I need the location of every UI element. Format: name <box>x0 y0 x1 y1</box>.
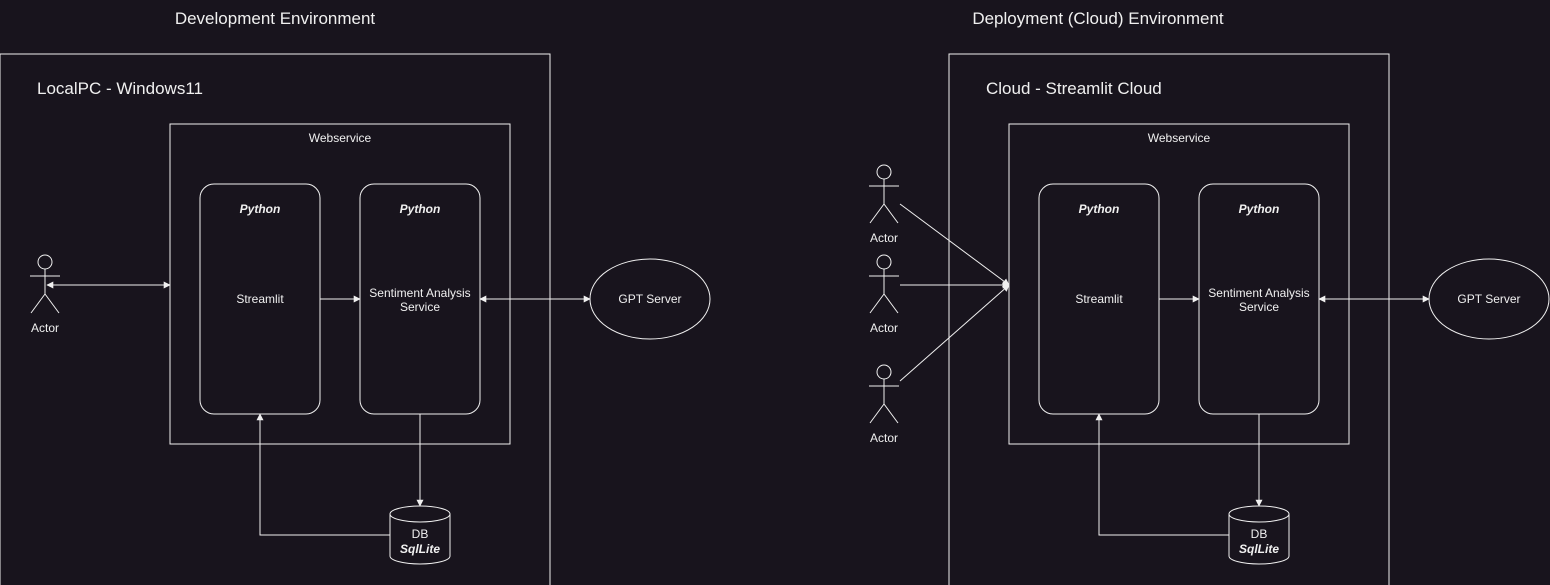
cloud-actor-1-label: Actor <box>870 231 898 245</box>
cloud-db-to-streamlit-edge <box>1095 413 1229 536</box>
cloud-env-title: Deployment (Cloud) Environment <box>972 9 1224 28</box>
cloud-actor-1-head <box>876 164 892 180</box>
cloud-actor-3-head <box>876 364 892 380</box>
cloud-gpt-label: GPT Server <box>1457 292 1520 306</box>
dev-db-name: DB <box>412 527 429 541</box>
cloud-db-body <box>1228 514 1290 565</box>
dev-environment: Development Environment LocalPC - Window… <box>0 9 711 585</box>
cloud-db[interactable]: DB SqlLite <box>1228 505 1290 565</box>
cloud-actor-1-to-webservice-edge <box>899 203 1010 286</box>
cloud-sentiment-name-line1: Sentiment Analysis <box>1208 286 1309 300</box>
cloud-db-engine: SqlLite <box>1239 542 1279 556</box>
dev-webservice-frame[interactable] <box>169 123 511 445</box>
dev-sentiment-name-line1: Sentiment Analysis <box>369 286 470 300</box>
dev-streamlit-lang: Python <box>240 202 281 216</box>
dev-host-title: LocalPC - Windows11 <box>37 79 203 98</box>
dev-sentiment-lang: Python <box>400 202 441 216</box>
dev-host-frame[interactable] <box>0 53 551 585</box>
cloud-db-top <box>1228 505 1290 523</box>
cloud-actor-3[interactable]: Actor <box>869 364 899 445</box>
cloud-actor-2[interactable]: Actor <box>869 254 899 335</box>
dev-env-title: Development Environment <box>175 9 376 28</box>
dev-db[interactable]: DB SqlLite <box>389 505 451 565</box>
cloud-host-title: Cloud - Streamlit Cloud <box>986 79 1162 98</box>
cloud-actor-3-label: Actor <box>870 431 898 445</box>
dev-actor[interactable]: Actor <box>30 254 60 335</box>
cloud-streamlit-name: Streamlit <box>1075 292 1123 306</box>
dev-gpt-label: GPT Server <box>618 292 681 306</box>
cloud-sentiment-name-line2: Service <box>1239 300 1279 314</box>
cloud-actor-1[interactable]: Actor <box>869 164 899 245</box>
dev-db-to-streamlit-edge <box>256 413 390 536</box>
dev-actor-label: Actor <box>31 321 59 335</box>
cloud-db-name: DB <box>1251 527 1268 541</box>
cloud-actor-2-head <box>876 254 892 270</box>
dev-streamlit-node[interactable]: Python Streamlit <box>199 183 321 415</box>
cloud-gpt-server[interactable]: GPT Server <box>1428 258 1550 340</box>
dev-webservice-label: Webservice <box>309 131 372 145</box>
dev-gpt-server[interactable]: GPT Server <box>589 258 711 340</box>
dev-streamlit-name: Streamlit <box>236 292 284 306</box>
cloud-webservice-label: Webservice <box>1148 131 1211 145</box>
cloud-streamlit-node[interactable]: Python Streamlit <box>1038 183 1160 415</box>
dev-actor-head <box>37 254 53 270</box>
dev-db-engine: SqlLite <box>400 542 440 556</box>
dev-db-body <box>389 514 451 565</box>
cloud-sentiment-lang: Python <box>1239 202 1280 216</box>
cloud-actor-3-to-webservice-edge <box>899 284 1010 382</box>
cloud-webservice-frame[interactable] <box>1008 123 1350 445</box>
cloud-actor-2-label: Actor <box>870 321 898 335</box>
cloud-host-frame[interactable] <box>948 53 1390 585</box>
dev-db-top <box>389 505 451 523</box>
cloud-sentiment-node[interactable]: Python Sentiment Analysis Service <box>1198 183 1320 415</box>
cloud-environment: Deployment (Cloud) Environment Cloud - S… <box>869 9 1550 585</box>
dev-sentiment-node[interactable]: Python Sentiment Analysis Service <box>359 183 481 415</box>
cloud-streamlit-lang: Python <box>1079 202 1120 216</box>
dev-sentiment-name-line2: Service <box>400 300 440 314</box>
